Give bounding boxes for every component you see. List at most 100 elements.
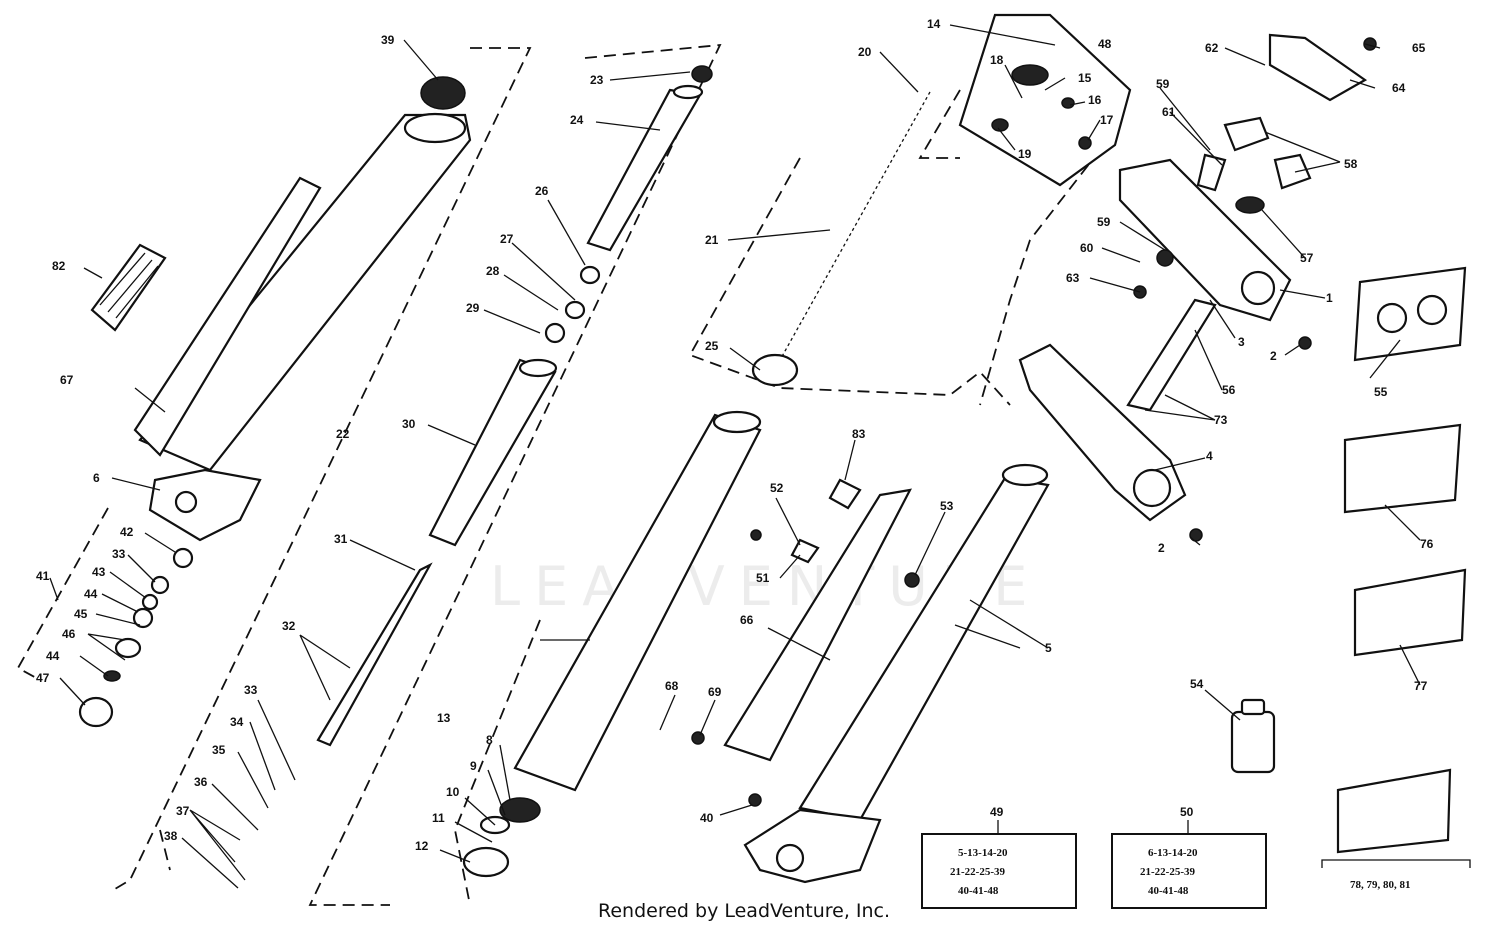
label-18: 18 <box>990 53 1004 67</box>
label-40: 40 <box>700 811 714 825</box>
kit-49: 49 5-13-14-20 21-22-25-39 40-41-48 <box>921 805 1077 909</box>
label-62: 62 <box>1205 41 1219 55</box>
label-67: 67 <box>60 373 74 387</box>
label-1: 1 <box>1326 291 1333 305</box>
label-77: 77 <box>1414 679 1428 693</box>
label-19: 19 <box>1018 147 1032 161</box>
label-8: 8 <box>486 733 493 747</box>
label-27: 27 <box>500 232 514 246</box>
label-64: 64 <box>1392 81 1406 95</box>
label-20: 20 <box>858 45 872 59</box>
kit-50-number: 50 <box>1180 805 1194 819</box>
label-73: 73 <box>1214 413 1228 427</box>
label-33a: 33 <box>112 547 126 561</box>
triple-clamp <box>1018 158 1292 522</box>
cap-assembly <box>958 13 1132 187</box>
label-47: 47 <box>36 671 50 685</box>
label-46: 46 <box>62 627 76 641</box>
kit-50: 50 6-13-14-20 21-22-25-39 40-41-48 <box>1111 805 1267 909</box>
label-66: 66 <box>740 613 754 627</box>
label-61: 61 <box>1162 105 1176 119</box>
grips <box>1336 266 1467 854</box>
part-82-cover <box>90 243 167 332</box>
label-44a: 44 <box>84 587 98 601</box>
inner-tube <box>462 410 762 878</box>
damper-assembly <box>316 65 713 747</box>
label-57: 57 <box>1300 251 1314 265</box>
handlebar-clamp <box>1196 33 1368 214</box>
oil-bottle <box>1230 698 1276 774</box>
fork-guard <box>723 478 920 762</box>
callout-labels: 39 23 24 26 27 28 29 30 31 22 32 33 34 3… <box>36 17 1434 853</box>
label-60: 60 <box>1080 241 1094 255</box>
label-58: 58 <box>1344 157 1358 171</box>
label-55: 55 <box>1374 385 1388 399</box>
credit-text: Rendered by LeadVenture, Inc. <box>598 900 891 922</box>
kit-49-line-2: 21-22-25-39 <box>950 866 1005 878</box>
label-10: 10 <box>446 785 460 799</box>
label-41: 41 <box>36 569 50 583</box>
outer-tube-left <box>133 76 472 542</box>
label-38: 38 <box>164 829 178 843</box>
label-26: 26 <box>535 184 549 198</box>
label-28: 28 <box>486 264 500 278</box>
label-35: 35 <box>212 743 226 757</box>
label-69: 69 <box>708 685 722 699</box>
label-37: 37 <box>176 804 190 818</box>
label-68: 68 <box>665 679 679 693</box>
label-22: 22 <box>336 427 350 441</box>
label-59a: 59 <box>1156 77 1170 91</box>
label-12: 12 <box>415 839 429 853</box>
kit-49-number: 49 <box>990 805 1004 819</box>
label-24: 24 <box>570 113 584 127</box>
label-51: 51 <box>756 571 770 585</box>
label-14: 14 <box>927 17 941 31</box>
fork-spring <box>751 91 931 387</box>
label-29: 29 <box>466 301 480 315</box>
label-2b: 2 <box>1158 541 1165 555</box>
kit-50-line-1: 6-13-14-20 <box>1148 847 1198 859</box>
label-33b: 33 <box>244 683 258 697</box>
label-39: 39 <box>381 33 395 47</box>
label-83: 83 <box>852 427 866 441</box>
label-48: 48 <box>1098 37 1112 51</box>
label-56: 56 <box>1222 383 1236 397</box>
label-5: 5 <box>1045 641 1052 655</box>
label-11: 11 <box>432 811 445 825</box>
label-45: 45 <box>74 607 88 621</box>
label-34: 34 <box>230 715 244 729</box>
label-53: 53 <box>940 499 954 513</box>
kit-50-line-3: 40-41-48 <box>1148 885 1189 897</box>
outer-tube-right <box>743 463 1050 884</box>
label-63: 63 <box>1066 271 1080 285</box>
label-44b: 44 <box>46 649 60 663</box>
label-17: 17 <box>1100 113 1114 127</box>
kit-49-line-1: 5-13-14-20 <box>958 847 1008 859</box>
label-59b: 59 <box>1097 215 1111 229</box>
label-76: 76 <box>1420 537 1434 551</box>
label-4: 4 <box>1206 449 1213 463</box>
label-9: 9 <box>470 759 477 773</box>
label-65: 65 <box>1412 41 1426 55</box>
label-21: 21 <box>705 233 719 247</box>
kit-50-line-2: 21-22-25-39 <box>1140 866 1195 878</box>
label-52: 52 <box>770 481 784 495</box>
label-16: 16 <box>1088 93 1102 107</box>
kit-78-caption: 78, 79, 80, 81 <box>1350 879 1411 891</box>
label-54: 54 <box>1190 677 1204 691</box>
label-36: 36 <box>194 775 208 789</box>
group-brackets <box>16 43 1101 906</box>
kit-49-line-3: 40-41-48 <box>958 885 999 897</box>
label-3: 3 <box>1238 335 1245 349</box>
label-6: 6 <box>93 471 100 485</box>
label-82: 82 <box>52 259 66 273</box>
label-2a: 2 <box>1270 349 1277 363</box>
label-30: 30 <box>402 417 416 431</box>
label-43: 43 <box>92 565 106 579</box>
kit-78-81: 78, 79, 80, 81 <box>1321 859 1471 891</box>
label-25: 25 <box>705 339 719 353</box>
label-15: 15 <box>1078 71 1092 85</box>
label-13: 13 <box>437 711 451 725</box>
label-42: 42 <box>120 525 134 539</box>
